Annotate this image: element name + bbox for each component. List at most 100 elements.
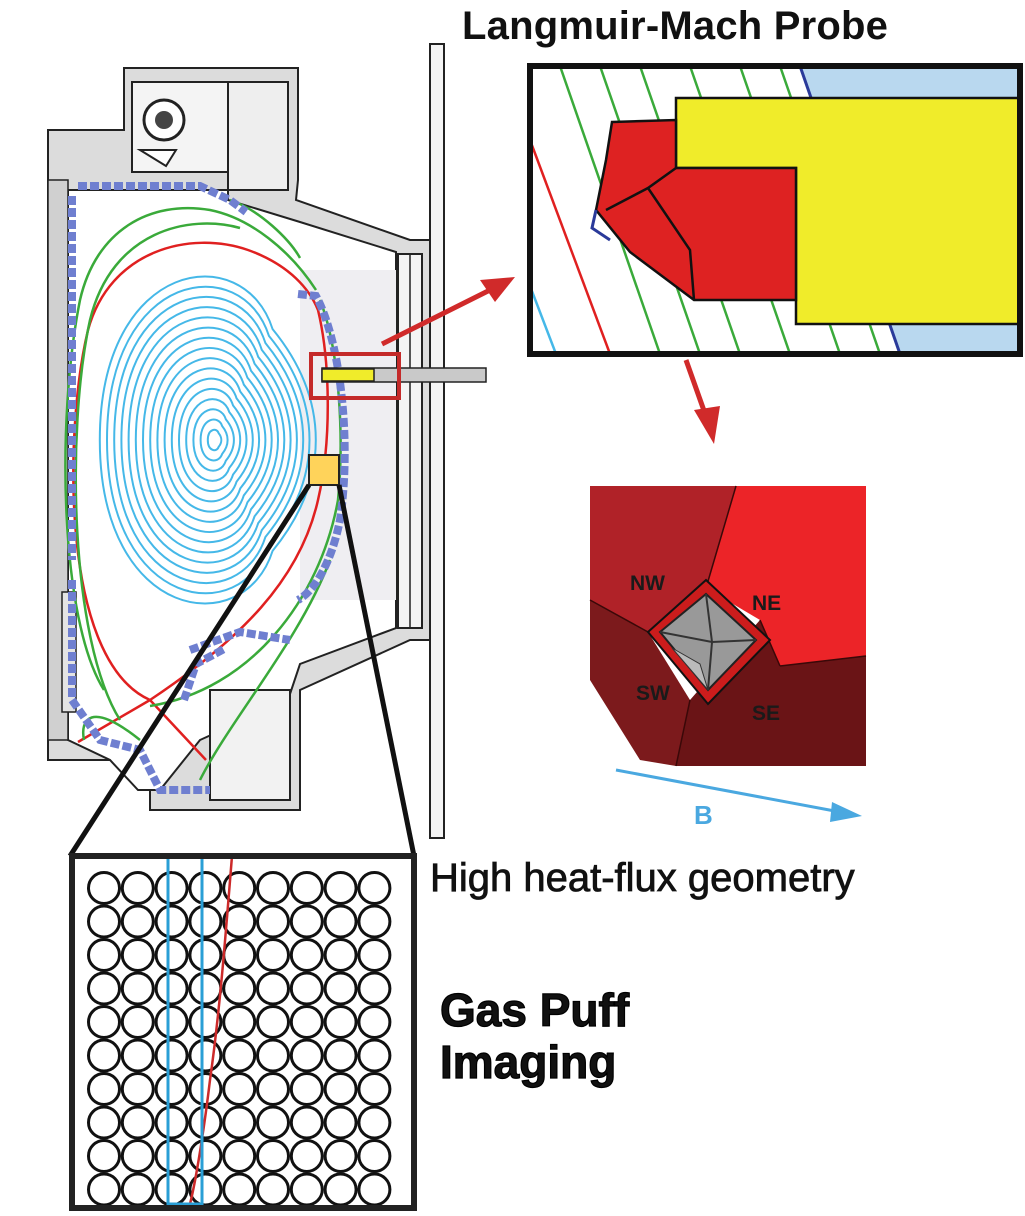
gpi-fiber <box>87 971 121 1006</box>
gpi-fiber <box>222 1139 257 1173</box>
flux-surface-contour <box>177 388 248 492</box>
gpi-fiber <box>120 1005 155 1039</box>
gpi-fiber <box>256 1072 290 1106</box>
gpi-fiber <box>188 871 223 905</box>
gpi-frame <box>69 853 417 1211</box>
quadrant-sw-label: SW <box>636 682 670 705</box>
gpi-fiber <box>357 938 392 972</box>
gpi-fiber <box>188 971 223 1006</box>
gpi-fiber <box>222 938 257 972</box>
gpi-fiber <box>222 1005 257 1039</box>
flux-surface-contour <box>199 418 229 462</box>
gpi-fiber <box>357 1005 392 1039</box>
gpi-fiber <box>357 971 392 1006</box>
gpi-fiber <box>154 971 189 1006</box>
gpi-fiber <box>323 938 358 972</box>
gpi-fiber <box>357 904 392 939</box>
gpi-fiber <box>357 871 392 905</box>
gpi-fiber <box>87 871 121 905</box>
flux-surface-contour <box>185 398 242 482</box>
gpi-fiber <box>289 938 324 972</box>
flux-surface-contour <box>105 285 311 595</box>
gpi-fiber <box>120 1105 155 1140</box>
gpi-fiber <box>256 1172 290 1207</box>
gpi-fiber <box>87 1038 121 1073</box>
flux-surface-contour <box>149 347 273 533</box>
probe-title: Langmuir-Mach Probe <box>462 4 889 48</box>
flux-surface-contour <box>120 306 298 574</box>
flux-surface-contour <box>163 367 260 513</box>
gpi-fiber <box>154 871 189 905</box>
gpi-fiber <box>323 871 358 905</box>
arrow-head-icon <box>480 277 515 302</box>
gpi-fiber <box>154 1005 189 1039</box>
gpi-fiber <box>256 871 290 905</box>
gpi-fiber <box>256 1038 290 1073</box>
gpi-fiber <box>87 1105 121 1140</box>
gpi-fiber <box>289 871 324 905</box>
coil-icon <box>136 98 186 168</box>
gpi-fiber <box>120 871 155 905</box>
gpi-fiber <box>222 1105 257 1140</box>
flux-surface-contour <box>141 336 279 544</box>
quadrant-ne-label: NE <box>752 592 781 615</box>
gpi-label-line2: Imaging <box>439 1035 617 1088</box>
gpi-fiber <box>289 1005 324 1039</box>
gpi-fiber <box>154 904 189 939</box>
gpi-label: Gas Puff Imaging <box>439 983 629 1088</box>
probe-tip-quadrants: NW NE SW SE B <box>589 485 867 830</box>
gpi-fiber <box>87 1005 121 1039</box>
gpi-fiber <box>120 971 155 1006</box>
gpi-fiber <box>154 1139 189 1173</box>
lower-port <box>209 689 291 801</box>
gpi-fiber <box>256 938 290 972</box>
gpi-fiber <box>357 1105 392 1140</box>
gpi-fiber <box>256 904 290 939</box>
flux-surfaces <box>98 275 317 605</box>
magnetic-field-arrow: B <box>615 768 862 830</box>
gpi-fiber <box>289 904 324 939</box>
gpi-fiber <box>357 1139 392 1173</box>
gpi-fiber <box>256 1139 290 1173</box>
gpi-fiber <box>222 1038 257 1073</box>
gpi-fiber <box>120 1072 155 1106</box>
gpi-fiber <box>256 971 290 1006</box>
gpi-fiber <box>222 971 257 1006</box>
gpi-fiber <box>222 1172 257 1207</box>
gpi-fiber <box>289 1038 324 1073</box>
gpi-fiber <box>357 1172 392 1207</box>
gpi-fiber <box>188 1072 223 1106</box>
flux-surface-contour <box>134 326 286 554</box>
gpi-fiber <box>289 1105 324 1140</box>
magnetic-field-label: B <box>694 800 713 830</box>
gpi-fiber <box>154 1038 189 1073</box>
probe-highlight-box <box>309 352 401 400</box>
gpi-fiber <box>188 1038 223 1073</box>
gpi-fiber <box>87 1072 121 1106</box>
gpi-fiber <box>154 1172 189 1207</box>
gpi-fiber <box>120 904 155 939</box>
gpi-fiber <box>357 1038 392 1073</box>
gpi-fiber <box>289 971 324 1006</box>
gpi-fiber <box>323 1072 358 1106</box>
gpi-fiber <box>222 1072 257 1106</box>
gpi-fiber <box>188 904 223 939</box>
flux-surface-contour <box>206 428 223 452</box>
gpi-fiber <box>222 871 257 905</box>
probe-zoom-panel <box>527 63 1023 357</box>
gpi-fiber <box>323 1005 358 1039</box>
gpi-fiber <box>357 1072 392 1106</box>
flux-surface-contour <box>192 408 235 472</box>
probe-tip <box>594 118 798 302</box>
gpi-fiber <box>188 1005 223 1039</box>
flux-surface-contour <box>113 296 305 584</box>
callout-arrows <box>380 277 720 444</box>
gpi-fiber <box>323 971 358 1006</box>
flux-surface-contour <box>170 377 254 503</box>
gpi-fiber <box>120 1139 155 1173</box>
gpi-fiber <box>120 1038 155 1073</box>
gpi-fiber <box>323 904 358 939</box>
gpi-zoom-panel <box>67 483 417 1211</box>
probe-zoom-frame <box>527 63 1023 357</box>
